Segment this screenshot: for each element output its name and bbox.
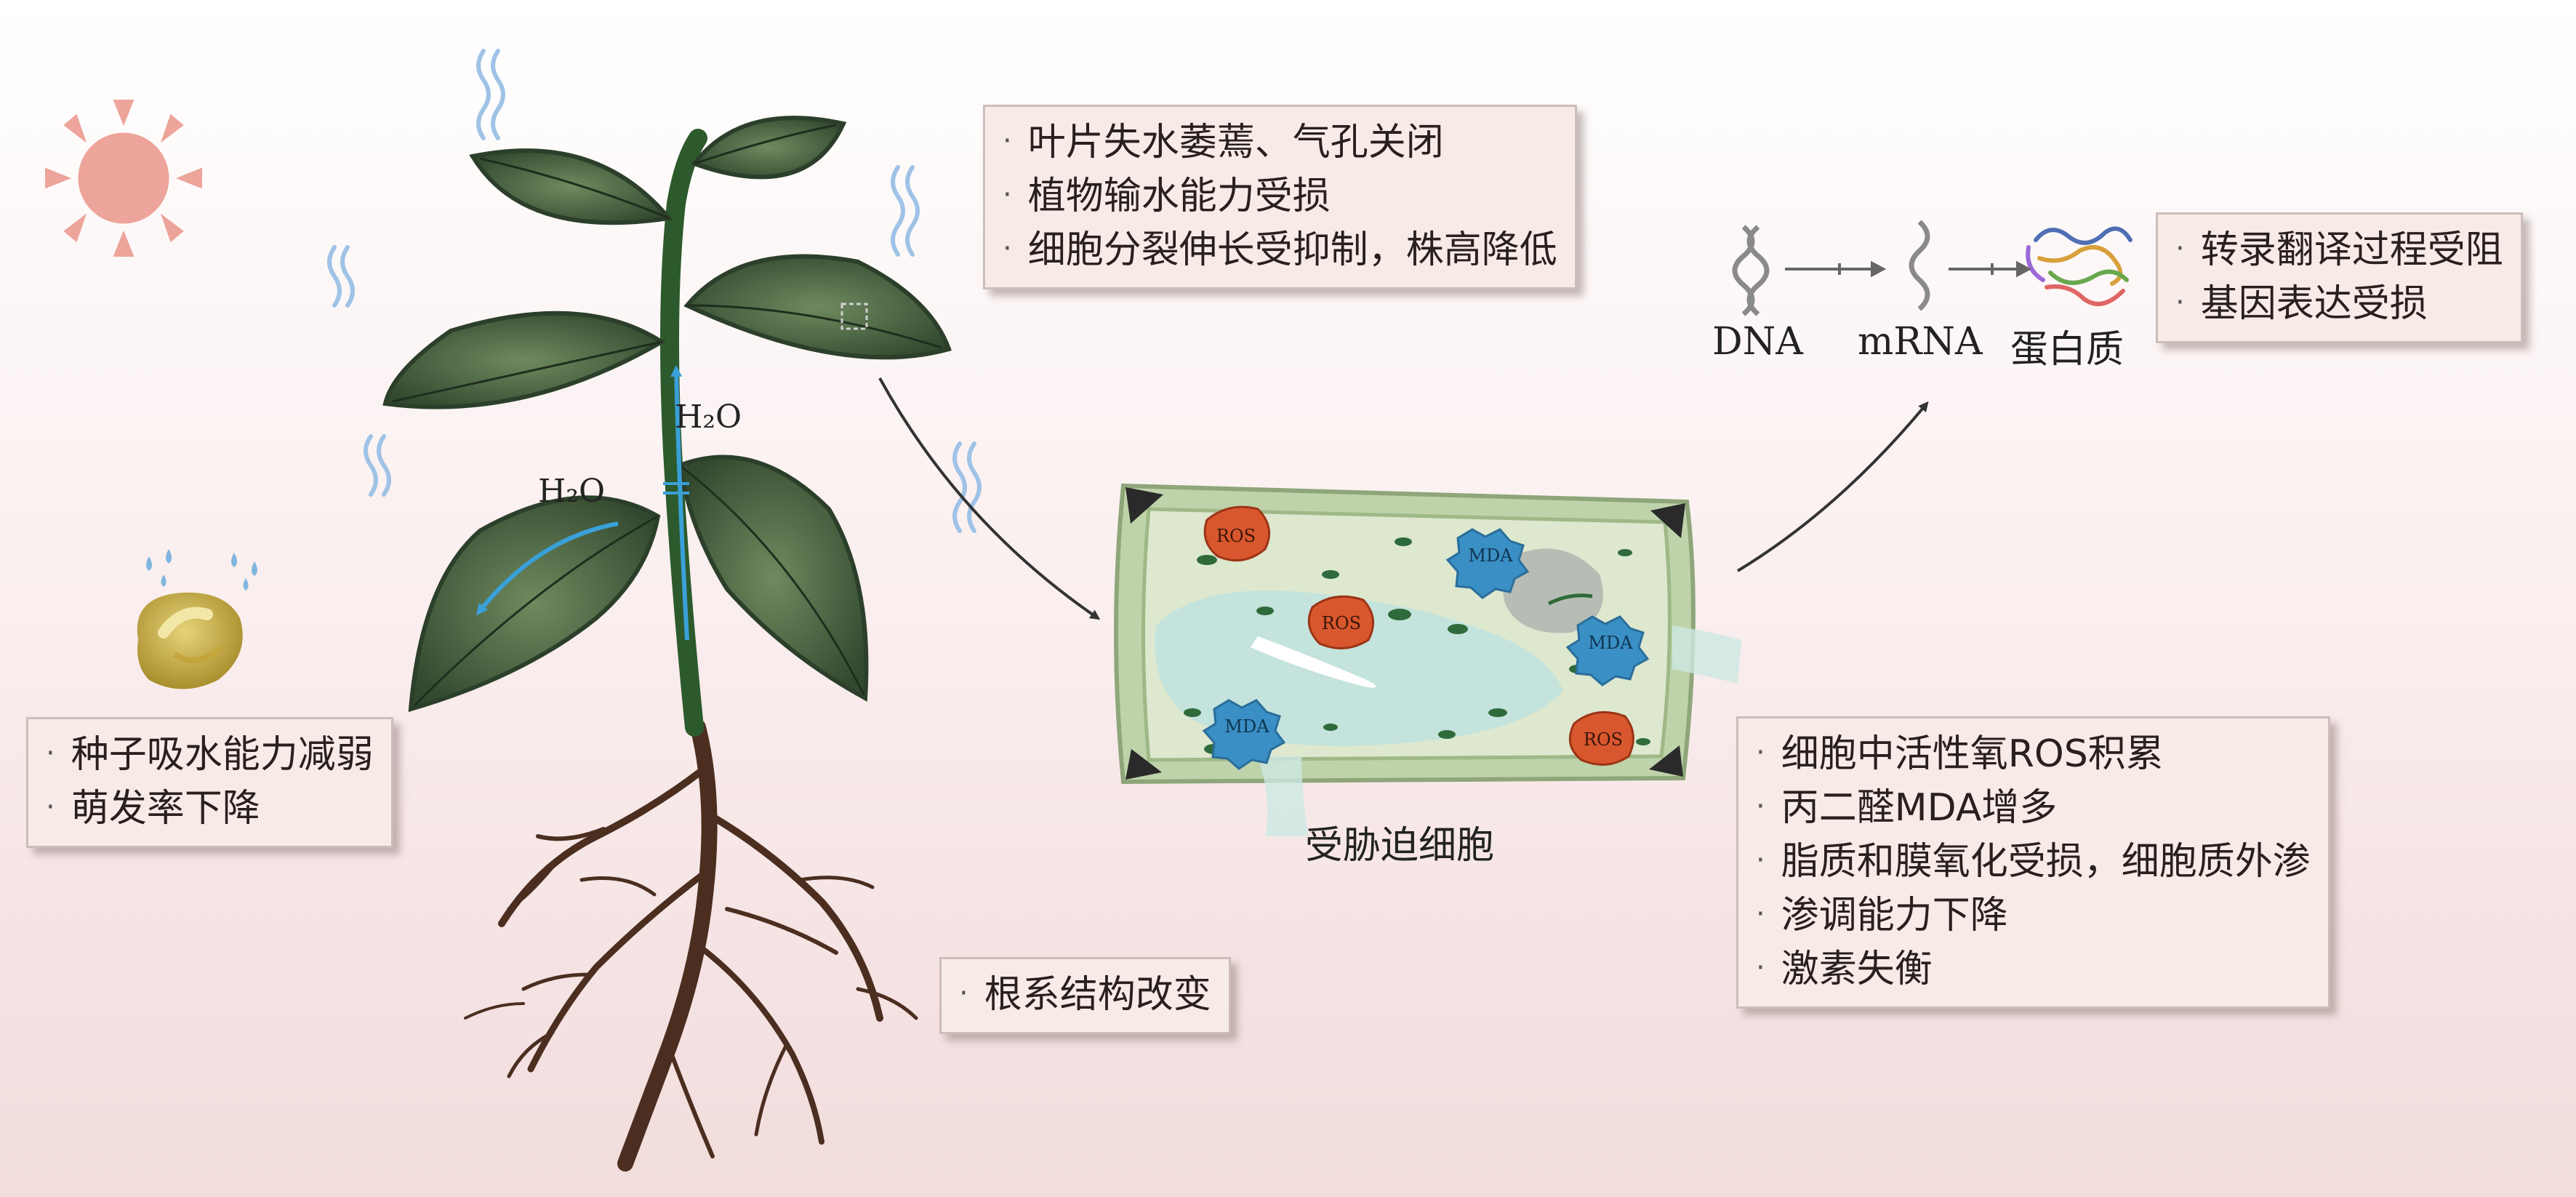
plant-root (464, 719, 918, 1172)
cell-to-gene-arrow (1736, 401, 1929, 572)
dna-helix-icon (1732, 225, 1770, 316)
dna-label: DNA (1712, 320, 1803, 364)
seed-icon (137, 592, 243, 689)
leaf-zoom-marker (840, 303, 868, 330)
h2o-stem-label: H₂O (675, 399, 742, 436)
seed-effect-item: 种子吸水能力减弱 (46, 729, 374, 783)
ros-label: ROS (1216, 526, 1256, 546)
leaf-effect-item: 植物输水能力受损 (1003, 171, 1557, 225)
leaf-veins (392, 124, 942, 707)
leaf-to-cell-arrow (878, 377, 1101, 620)
heat-wave-icons (327, 49, 982, 533)
seed-effect-item: 萌发率下降 (46, 783, 374, 837)
stressed-cell (1114, 483, 1741, 836)
seed-effects-box: 种子吸水能力减弱 萌发率下降 (26, 717, 393, 848)
leaf-effect-item: 细胞分裂伸长受抑制，株高降低 (1003, 225, 1557, 279)
cell-effect-item: 激素失衡 (1756, 944, 2311, 998)
h2o-leaf-label: H₂O (538, 473, 606, 510)
water-drop-icons (146, 549, 257, 591)
ros-label: ROS (1322, 613, 1361, 633)
cell-effects-box: 细胞中活性氧ROS积累 丙二醛MDA增多 脂质和膜氧化受损，细胞质外渗 渗调能力… (1736, 716, 2330, 1009)
water-flow-arrows (476, 365, 689, 641)
stressed-cell-caption: 受胁迫细胞 (1305, 824, 1495, 868)
mda-label: MDA (1224, 716, 1269, 737)
mrna-label: mRNA (1858, 320, 1983, 364)
cell-effect-item: 丙二醛MDA增多 (1756, 782, 2311, 836)
gene-effects-box: 转录翻译过程受阻 基因表达受损 (2156, 212, 2523, 343)
cell-effect-item: 渗调能力下降 (1756, 890, 2311, 944)
root-effects-box: 根系结构改变 (939, 957, 1231, 1034)
ros-label: ROS (1584, 729, 1623, 750)
root-effect-item: 根系结构改变 (959, 969, 1211, 1023)
mrna-strand-icon (1909, 220, 1930, 311)
protein-icon (2026, 226, 2132, 306)
gene-effect-item: 基因表达受损 (2175, 279, 2503, 332)
pathway-arrows (1785, 260, 2032, 278)
mda-label: MDA (1468, 545, 1513, 566)
cell-effect-item: 脂质和膜氧化受损，细胞质外渗 (1756, 836, 2311, 890)
protein-label: 蛋白质 (2010, 328, 2124, 372)
cell-effect-item: 细胞中活性氧ROS积累 (1756, 729, 2311, 782)
gene-effect-item: 转录翻译过程受阻 (2175, 225, 2503, 279)
sun-icon (45, 100, 202, 257)
leaf-effect-item: 叶片失水萎蔫、气孔关闭 (1003, 117, 1557, 171)
mda-label: MDA (1588, 633, 1633, 653)
leaf-effects-box: 叶片失水萎蔫、气孔关闭 植物输水能力受损 细胞分裂伸长受抑制，株高降低 (983, 105, 1577, 289)
